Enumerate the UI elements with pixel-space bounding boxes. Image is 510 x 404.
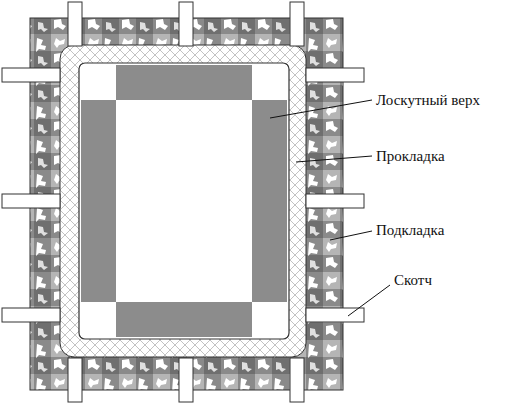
backing-layer xyxy=(30,18,343,390)
tape-strips xyxy=(2,2,364,402)
part-label: Скотч xyxy=(394,272,432,289)
part-label: Подкладка xyxy=(376,222,444,239)
patchwork-top xyxy=(79,63,289,339)
part-label: Лоскутный верх xyxy=(376,92,480,109)
batting-layer xyxy=(60,45,306,357)
leader-lines xyxy=(270,100,390,316)
part-label: Прокладка xyxy=(376,148,445,165)
